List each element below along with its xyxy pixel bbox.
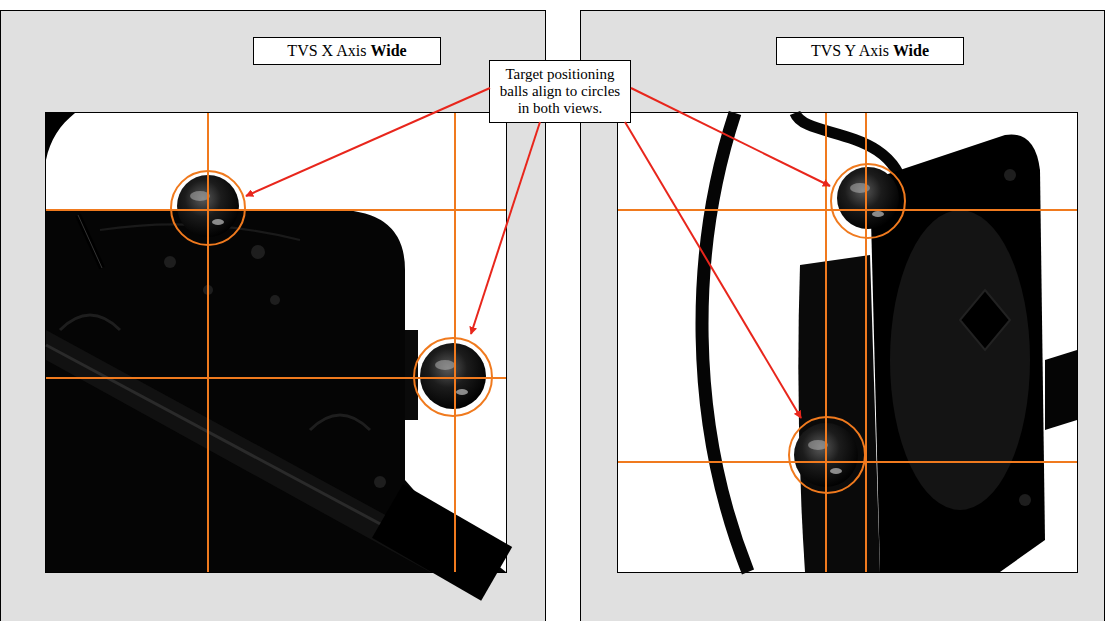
x-axis-view-part: [212, 219, 224, 225]
x-axis-view-part: [164, 256, 176, 268]
leader-arrow-part: [471, 122, 540, 334]
title-emphasis: Wide: [893, 42, 929, 59]
leader-arrow-part: [246, 88, 490, 196]
x-axis-view-part: [310, 415, 370, 430]
leader-arrow-part: [625, 122, 801, 418]
callout-box: Target positioning balls align to circle…: [489, 60, 631, 123]
x-axis-view-part: [372, 484, 512, 601]
alignment-crosshair-part: [171, 171, 245, 245]
y-axis-view-part: [830, 468, 842, 474]
y-axis-view-part: [872, 211, 884, 217]
x-axis-view-part: [456, 389, 468, 395]
y-axis-view-part: [702, 113, 748, 572]
x-axis-view-part: [251, 245, 265, 259]
y-axis-view-part: [960, 290, 1010, 350]
alignment-crosshair-part: [46, 209, 506, 211]
x-axis-view-part: [46, 113, 507, 573]
leader-arrow: [246, 88, 830, 418]
y-axis-view-part: [890, 210, 1030, 510]
x-axis-view-part: [435, 360, 455, 370]
panel-frames-part: [581, 11, 1105, 621]
text-group: TVS X AxisWide: [287, 42, 406, 60]
y-axis-view-part: [798, 255, 880, 572]
x-axis-view: [46, 113, 513, 601]
view-title-box: TVS Y AxisWide: [776, 37, 964, 65]
alignment-crosshair-part: [414, 338, 492, 416]
alignment-crosshair-part: [618, 461, 1077, 463]
alignment-crosshair-part: [831, 164, 905, 238]
x-axis-view-part: [420, 343, 486, 409]
title-text: TVS X Axis: [287, 42, 366, 59]
alignment-crosshair: [618, 113, 1077, 572]
y-axis-view-part: [1004, 169, 1016, 181]
y-axis-view-part: [1045, 350, 1077, 430]
text-group: Target positioning balls align to circle…: [490, 66, 630, 117]
x-axis-view-part: [78, 215, 102, 268]
callout-text: Target positioning balls align to circle…: [490, 66, 630, 117]
y-axis-view-part: [1019, 494, 1031, 506]
alignment-crosshair-part: [618, 209, 1077, 211]
alignment-crosshair-part: [46, 377, 506, 379]
panel-frames: [1, 11, 1105, 621]
title-emphasis: Wide: [370, 42, 406, 59]
alignment-crosshair: [46, 113, 506, 572]
x-axis-view-part: [78, 215, 102, 268]
x-axis-view-part: [60, 315, 120, 330]
leader-arrow-part: [631, 88, 830, 186]
y-axis-view: [618, 113, 1078, 573]
alignment-crosshair-part: [865, 113, 867, 572]
panel-frames-part: [1, 11, 546, 621]
alignment-crosshair-part: [454, 113, 456, 572]
alignment-crosshair-part: [825, 113, 827, 572]
x-axis-view-part: [46, 113, 75, 160]
text-group: TVS Y AxisWide: [811, 42, 929, 60]
view-title-box: TVS X AxisWide: [253, 37, 441, 65]
x-axis-view-part: [270, 295, 280, 305]
alignment-crosshair-part: [789, 417, 865, 493]
title-text: TVS Y Axis: [811, 42, 889, 59]
alignment-crosshair-part: [207, 113, 209, 572]
y-axis-view-part: [837, 167, 899, 229]
x-axis-view-part: [405, 330, 418, 420]
x-axis-view-part: [374, 476, 386, 488]
y-axis-view-part: [618, 113, 1078, 573]
